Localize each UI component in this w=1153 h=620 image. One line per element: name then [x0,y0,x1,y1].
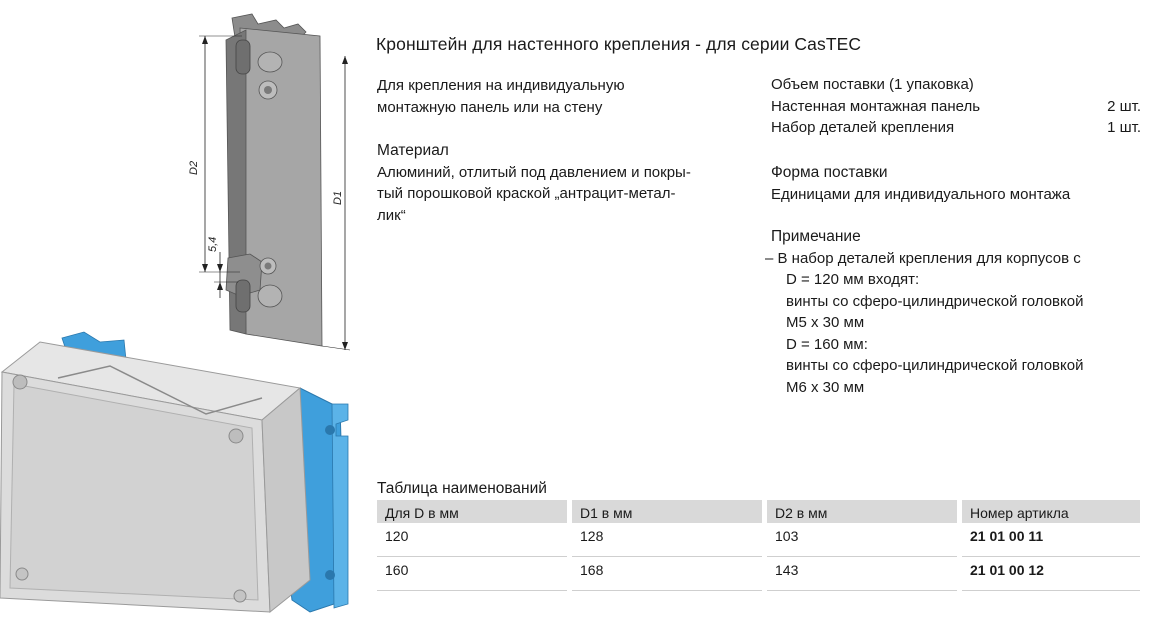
material-line: лик“ [377,206,406,224]
delivery-item-qty: 1 шт. [1107,119,1141,136]
table-row-spacer [377,547,1140,557]
material-heading: Материал [377,142,449,159]
enclosure-illustration [0,331,349,614]
material-line: Алюминий, отлитый под давлением и покры- [377,163,691,181]
description-block: Для крепления на индивидуальную монтажну… [377,75,625,118]
delivery-item-name: Настенная монтажная панель [771,98,981,115]
table-header-cell: Номер артикла [957,500,1140,523]
delivery-item-qty: 2 шт. [1107,98,1141,115]
delivery-item: Настенная монтажная панель 2 шт. [771,98,1141,115]
table-header-cell: Для D в мм [377,500,570,523]
page-title: Кронштейн для настенного крепления - для… [376,34,862,54]
form-heading: Форма поставки [771,164,888,181]
table-header-cell: D2 в мм [762,500,960,523]
items-table: Для D в мм D1 в мм D2 в мм Номер артикла… [377,500,1140,591]
form-text: Единицами для индивидуального монтажа [771,185,1071,203]
delivery-item: Набор деталей крепления 1 шт. [771,119,1141,136]
material-line: тый порошковой краской „антрацит-метал- [377,185,676,202]
note-line: D = 160 мм: [786,335,868,353]
table-header-cell: D1 в мм [567,500,765,523]
description-line: Для крепления на индивидуальную [377,77,625,94]
note-line: D = 120 мм входят: [786,271,920,288]
table-cell: 168 [567,556,765,581]
delivery-block: Объем поставки (1 упаковка) Настенная мо… [771,76,1141,142]
form-block: Форма поставки Единицами для индивидуаль… [771,162,1070,205]
table-caption: Таблица наименований [377,480,547,497]
note-line: М5 x 30 мм [786,314,865,331]
note-line: винты со сферо-цилиндрической головкой [786,292,1084,310]
table-header-row: Для D в мм D1 в мм D2 в мм Номер артикла [377,500,1140,523]
dimension-d2-label: D2 [188,161,200,175]
dimension-d1-label: D1 [332,191,344,205]
note-line: винты со сферо-цилиндрической головкой [786,357,1084,374]
bracket-drawing: D2 5,4 D1 [188,13,351,351]
table-cell: 103 [762,523,960,547]
note-line: М6 x 30 мм [786,378,865,396]
table-cell: 160 [385,562,409,578]
table-cell: 120 [385,528,409,544]
note-block: Примечание – В набор деталей крепления д… [765,226,1084,398]
dimension-54-label: 5,4 [207,237,219,252]
delivery-heading: Объем поставки (1 упаковка) [771,76,974,93]
table-row: 120 128 103 21 01 00 11 [377,523,1140,547]
table-cell: 143 [762,556,960,581]
table-row: 160 168 143 21 01 00 12 [377,556,1140,581]
note-heading: Примечание [771,228,861,245]
note-line: – В набор деталей крепления для корпусов… [765,249,1081,267]
article-number-cell: 21 01 00 12 [957,556,1140,581]
table-row-spacer [377,581,1140,591]
table-cell: 128 [567,523,765,547]
description-line: монтажную панель или на стену [377,98,603,116]
product-illustration: D2 5,4 D1 [0,13,351,614]
article-number-cell: 21 01 00 11 [957,523,1140,547]
delivery-item-name: Набор деталей крепления [771,119,955,136]
material-block: Материал Алюминий, отлитый под давлением… [377,140,691,226]
